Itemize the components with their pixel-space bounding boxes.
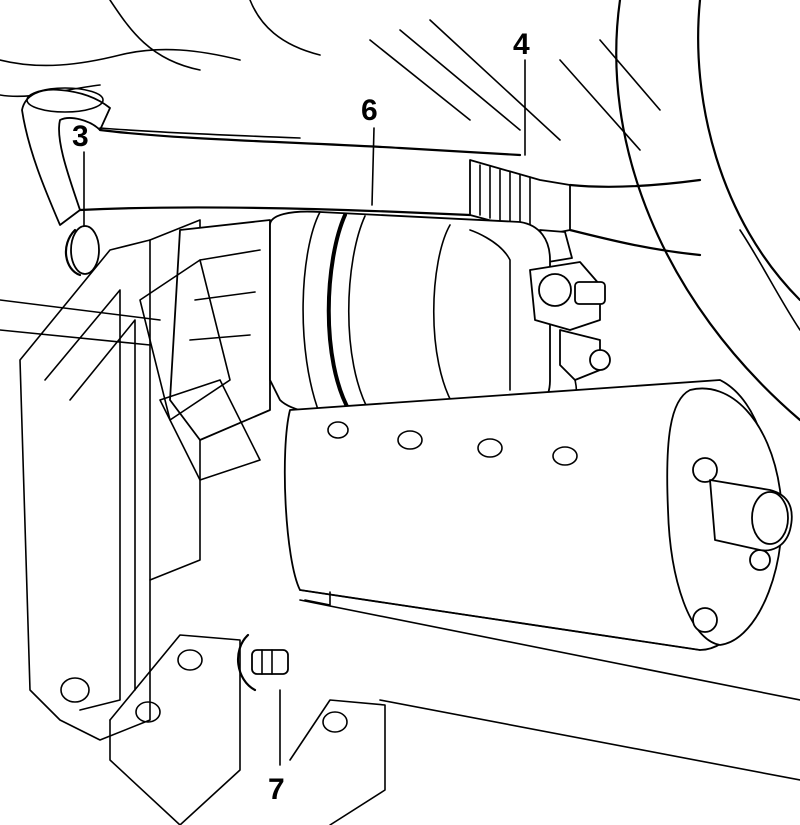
callout-4-label: 4 — [513, 28, 530, 61]
coolant-hose — [21, 87, 522, 226]
starter-motor-body — [139, 210, 793, 651]
engine-mount-plate — [19, 219, 201, 741]
leader-6 — [371, 127, 375, 206]
item-3-seal — [64, 225, 100, 277]
callout-leaders — [83, 59, 526, 766]
item-7-bolt — [236, 633, 289, 692]
battery-cable — [469, 159, 702, 263]
lower-bracket — [109, 599, 800, 825]
callout-6-label: 6 — [361, 94, 378, 127]
engine-background-outlines — [0, 0, 800, 422]
callout-7-label: 7 — [268, 773, 285, 806]
callout-3-label: 3 — [72, 120, 89, 153]
